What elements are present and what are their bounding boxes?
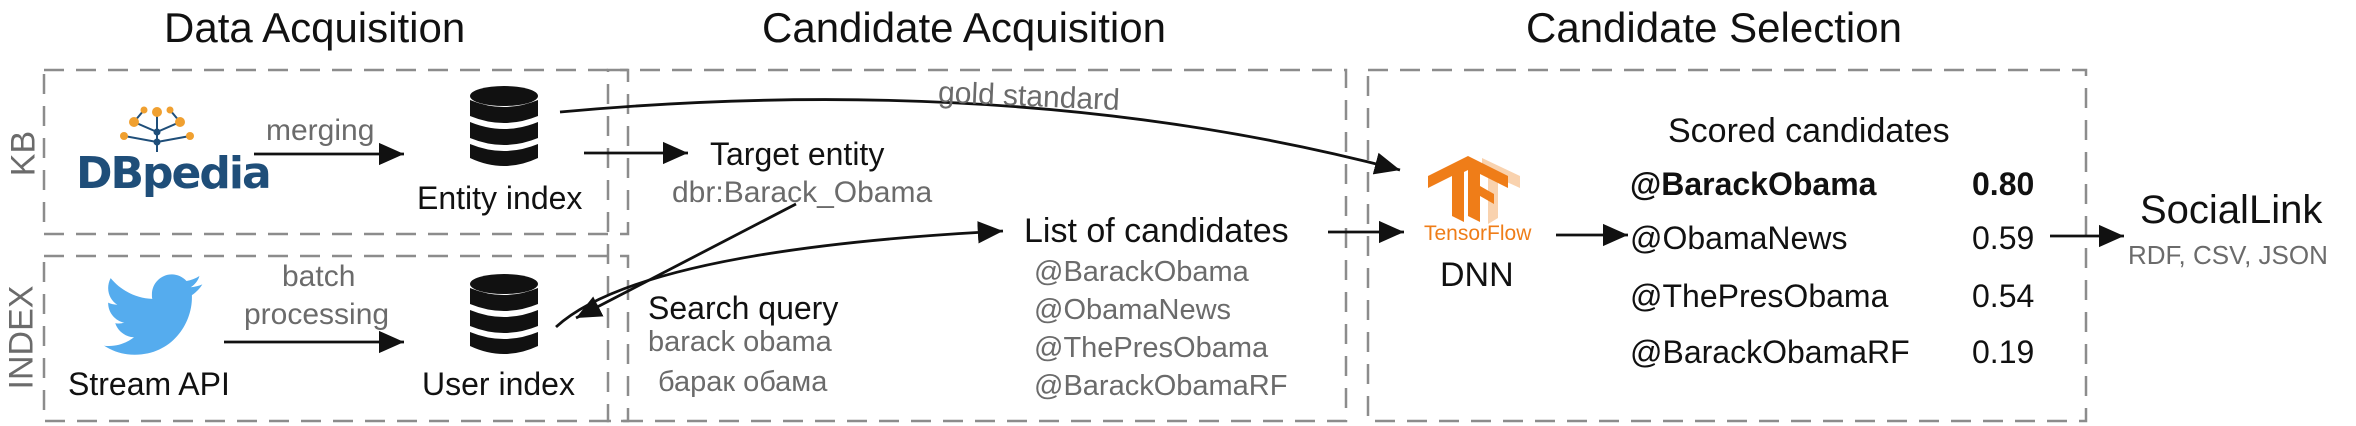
dbpedia-graph-icon [120,106,194,152]
search-query-ru: барак обама [658,366,828,398]
candidate-item: @ThePresObama [1034,332,1269,364]
stream-api-label: Stream API [68,366,230,402]
header-candidate-selection: Candidate Selection [1526,4,1902,51]
user-index-label: User index [422,366,575,402]
candidate-item: @BarackObama [1034,256,1249,288]
row-label-kb: KB [4,130,43,177]
dnn-label: DNN [1440,256,1514,294]
merging-label: merging [266,114,375,147]
scored-candidates-title: Scored candidates [1668,112,1950,150]
scored-value: 0.59 [1972,220,2035,256]
tensorflow-logo-icon [1424,152,1524,229]
candidate-item: @BarackObamaRF [1034,370,1288,402]
dbpedia-logo: DBpedia [72,104,272,200]
scored-handle: @BarackObamaRF [1630,334,1910,370]
tensorflow-wordmark: TensorFlow [1424,222,1532,245]
target-to-userindex-arrow [575,202,797,320]
scored-value: 0.54 [1972,278,2035,314]
target-entity-label: Target entity [710,136,885,172]
search-query-en: barack obama [648,326,832,358]
processing-label: processing [244,298,390,331]
scored-handle: @ThePresObama [1630,278,1889,314]
scored-value: 0.19 [1972,334,2035,370]
gold-standard-arrow [559,98,1401,175]
dbpedia-wordmark: DBpedia [76,148,272,199]
sociallink-formats: RDF, CSV, JSON [2128,240,2328,270]
target-entity-id: dbr:Barack_Obama [672,176,933,209]
row-label-index: INDEX [2,285,41,390]
search-query-label: Search query [648,290,839,326]
header-data-acquisition: Data Acquisition [164,4,466,51]
index-frame [42,254,630,423]
user-index-database-icon [466,272,542,363]
candidate-acquisition-frame [606,68,1348,423]
list-of-candidates-label: List of candidates [1024,212,1289,250]
kb-frame [42,68,630,236]
userindex-to-candidates-arrow [555,221,1004,329]
entity-index-label: Entity index [417,180,583,216]
sociallink-title: SocialLink [2140,188,2323,232]
candidate-item: @ObamaNews [1034,294,1232,326]
header-candidate-acquisition: Candidate Acquisition [762,4,1166,51]
twitter-bird-icon [104,274,204,363]
scored-handle: @ObamaNews [1630,220,1848,256]
scored-value: 0.80 [1972,166,2035,202]
scored-handle: @BarackObama [1630,166,1877,202]
batch-label: batch [282,260,356,293]
entity-index-database-icon [466,84,542,175]
candidate-selection-frame [1366,68,2088,423]
